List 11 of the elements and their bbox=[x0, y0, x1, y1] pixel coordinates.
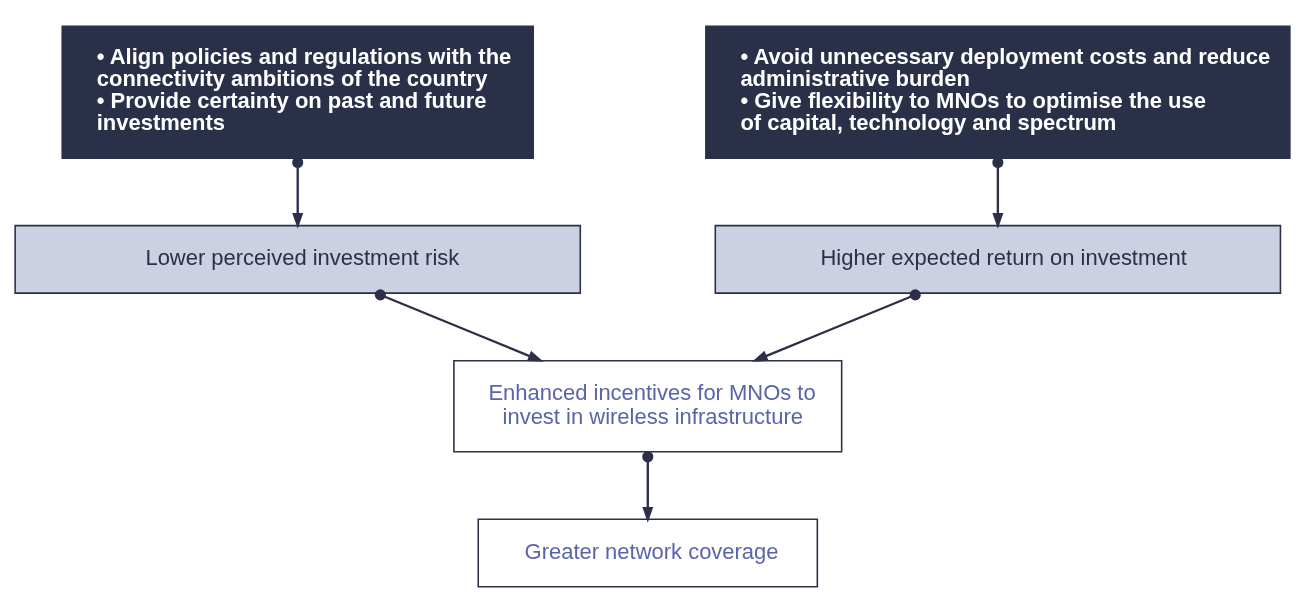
node-box: • Avoid unnecessary deployment costs and reduce administrative burden • Give flexibility to MNOs to optimise the use of capital, technology and spectrum bbox=[705, 25, 1291, 159]
node-box: Lower perceived investment risk bbox=[14, 224, 582, 294]
node-box: Higher expected return on investment bbox=[714, 224, 1282, 294]
node-box: Enhanced incentives for MNOs to invest in wireless infrastructure bbox=[453, 359, 843, 453]
arrow bbox=[992, 156, 1004, 229]
arrow bbox=[292, 156, 304, 229]
node-box: Greater network coverage bbox=[477, 518, 819, 588]
arrow bbox=[374, 289, 544, 362]
arrow bbox=[752, 289, 921, 362]
arrow bbox=[642, 451, 654, 523]
node-box: • Align policies and regulations with the connectivity ambitions of the country • Provide certainty on past and future investments bbox=[61, 25, 534, 159]
